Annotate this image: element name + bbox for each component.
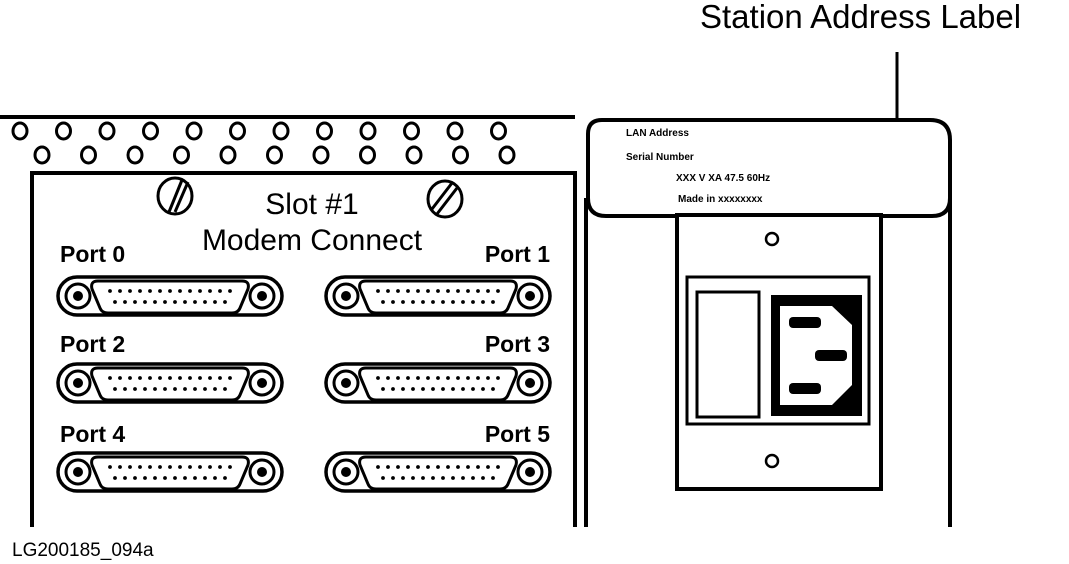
screw-left-icon [156, 176, 194, 216]
power-module: LAN Address Serial Number XXX V XA 47.5 … [584, 118, 952, 527]
vent-hole [266, 145, 283, 165]
station-address-label [586, 118, 952, 218]
vent-hole [98, 121, 116, 141]
port-3-label: Port 3 [485, 331, 550, 357]
db25-connectors [56, 275, 552, 493]
vent-hole [405, 145, 423, 165]
mounting-hole-top-icon [764, 231, 780, 247]
vent-hole [142, 121, 159, 141]
screw-right-icon [426, 179, 464, 219]
slot-subtitle: Modem Connect [202, 224, 423, 257]
vent-hole [446, 121, 464, 141]
ventilation-holes [11, 121, 516, 165]
vent-hole [55, 121, 72, 141]
vent-hole [403, 121, 420, 141]
vent-hole [126, 145, 144, 165]
port-1-label: Port 1 [485, 241, 550, 267]
port-2-db25-connector-icon[interactable] [56, 362, 284, 404]
port-0-db25-connector-icon[interactable] [56, 275, 284, 317]
vent-hole [185, 121, 203, 141]
port-1-db25-connector-icon[interactable] [324, 275, 552, 317]
port-3-db25-connector-icon[interactable] [324, 362, 552, 404]
port-0-label: Port 0 [60, 241, 125, 267]
vent-hole [498, 145, 516, 165]
vent-hole [11, 121, 29, 141]
slot-1-card: Slot #1 Modem Connect Port 0 Port 1 Port… [30, 171, 577, 527]
ac-power-inlet-icon[interactable] [771, 295, 862, 416]
vent-hole [312, 145, 330, 165]
vent-hole [80, 145, 97, 165]
vent-hole [33, 145, 51, 165]
vent-hole [359, 145, 376, 165]
station-address-callout: Station Address Label [700, 0, 1021, 35]
vent-hole [490, 121, 507, 141]
slot-card-outline [30, 171, 577, 527]
vent-hole [316, 121, 333, 141]
vent-hole [452, 145, 469, 165]
vent-hole [219, 145, 237, 165]
port-5-db25-connector-icon[interactable] [324, 451, 552, 493]
vent-hole [359, 121, 377, 141]
port-4-label: Port 4 [60, 421, 125, 447]
slot-title: Slot #1 [265, 188, 358, 221]
label-line-serial-number: Serial Number [626, 152, 694, 163]
label-line-rating: XXX V XA 47.5 60Hz [676, 173, 770, 184]
port-4-db25-connector-icon[interactable] [56, 451, 284, 493]
power-switch[interactable] [695, 290, 761, 419]
vent-hole [173, 145, 190, 165]
vent-hole [229, 121, 246, 141]
label-line-origin: Made in xxxxxxxx [678, 194, 763, 205]
vent-hole [272, 121, 290, 141]
label-line-lan-address: LAN Address [626, 128, 689, 139]
port-2-label: Port 2 [60, 331, 125, 357]
port-5-label: Port 5 [485, 421, 550, 447]
mounting-hole-bottom-icon [764, 453, 780, 469]
figure-id: LG200185_094a [12, 540, 154, 561]
